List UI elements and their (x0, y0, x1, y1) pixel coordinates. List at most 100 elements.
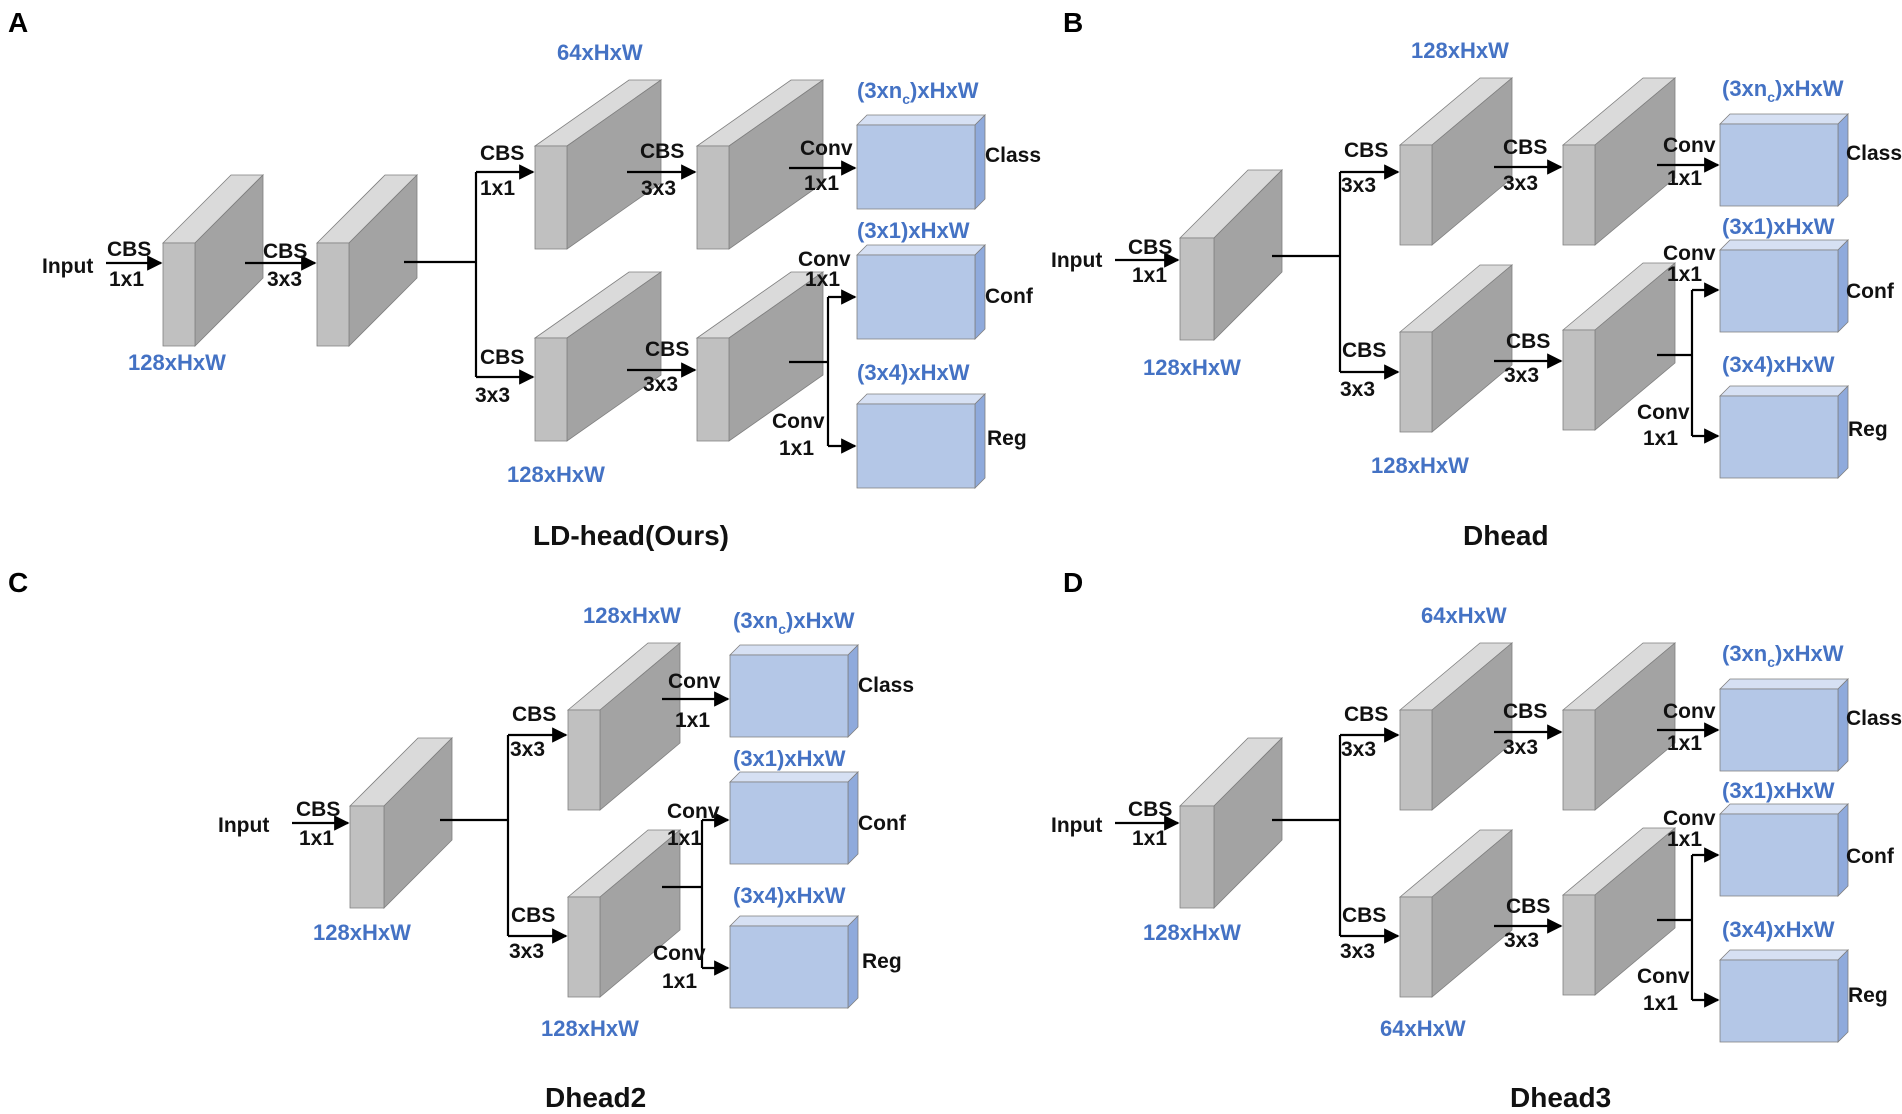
panel-a-lower-op1-label: CBS (480, 346, 524, 369)
panel-b-caption: Dhead (1463, 520, 1549, 551)
panel-d-upper-op2-label: CBS (1503, 700, 1547, 723)
panel-a-conf-output-block (856, 244, 986, 340)
box-top-face (729, 915, 859, 927)
panel-c-reg-dim: (3x4)xHxW (733, 883, 846, 908)
box-side-face (847, 915, 859, 1009)
panel-c-lower-op1-kernel: 3x3 (509, 940, 544, 963)
panel-b-stem-op-label: CBS (1128, 236, 1172, 259)
panel-b-lower-op2-kernel: 3x3 (1504, 364, 1539, 387)
box-top-face (1719, 239, 1849, 251)
panel-b-lower-op1-label: CBS (1342, 339, 1386, 362)
box-front-face (162, 242, 196, 347)
panel-c-stem-dim: 128xHxW (313, 920, 411, 945)
box-side-face (974, 393, 986, 489)
box-side-face (847, 771, 859, 865)
panel-b-class-output-block (1719, 113, 1849, 207)
panel-a-caption: LD-head(Ours) (533, 520, 729, 551)
panel-a-class-output-block (856, 114, 986, 210)
panel-a-reg-conv-kernel: 1x1 (779, 437, 814, 460)
panel-b-conf-output-block (1719, 239, 1849, 333)
panel-d-class-label: Class (1846, 707, 1902, 730)
panel-d-reg-label: Reg (1848, 984, 1888, 1007)
panel-d-conf-conv-label: Conv (1663, 807, 1716, 830)
panel-b-reg-conv-kernel: 1x1 (1643, 427, 1678, 450)
panel-d-lower-op2-kernel: 3x3 (1504, 929, 1539, 952)
panel-b-reg-conv-label: Conv (1637, 401, 1690, 424)
panel-a-conf-conv-label: Conv (798, 248, 851, 271)
panel-c-lower-op1-label: CBS (511, 904, 555, 927)
panel-a-conf-conv-kernel: 1x1 (805, 268, 840, 291)
panel-d-class-dim: (3xnc)xHxW (1722, 641, 1844, 670)
box-front-face (534, 145, 568, 250)
panel-c-connectors (292, 691, 730, 976)
box-front-face (696, 145, 730, 250)
box-front-face (349, 805, 385, 909)
panel-c-class-dim: (3xnc)xHxW (733, 608, 855, 637)
panel-d-upper-conv1-block (1398, 642, 1514, 811)
box-side-face (974, 114, 986, 210)
panel-d-connectors (1115, 722, 1720, 1008)
panel-c-reg-output-block (729, 915, 859, 1009)
panel-a-upper-op1-label: CBS (480, 142, 524, 165)
panel-c-stem-op-label: CBS (296, 798, 340, 821)
panel-d-lower-conv2-block (1561, 827, 1677, 996)
box-side-face (847, 644, 859, 738)
panel-d-upper-conv2-block (1561, 642, 1677, 811)
panel-c-upper-dim: 128xHxW (583, 603, 681, 628)
panel-a-reg-conv-label: Conv (772, 410, 825, 433)
panel-b-connectors (1115, 157, 1720, 444)
panel-c-upper-conv1-block (566, 642, 682, 811)
panel-b-upper-conv2-block (1561, 77, 1677, 246)
panel-a-conf-label: Conf (985, 285, 1034, 308)
panel-b-conf-conv-label: Conv (1663, 242, 1716, 265)
panel-a-upper-op1-kernel: 1x1 (480, 177, 515, 200)
panel-a-reg-dim: (3x4)xHxW (857, 360, 970, 385)
panel-a-upper-dim: 64xHxW (557, 40, 643, 65)
box-front-face (1719, 123, 1839, 207)
panel-b-upper-op1-kernel: 3x3 (1341, 174, 1376, 197)
panel-c-class-label: Class (858, 674, 914, 697)
panel-c-lower-conv1-block (566, 829, 682, 998)
panel-a-upper-conv2-block (695, 79, 825, 250)
panel-a-conf-dim: (3x1)xHxW (857, 218, 970, 243)
panel-a-lower-op2-label: CBS (645, 338, 689, 361)
panel-a-input-label: Input (42, 255, 93, 278)
box-top-face (1719, 949, 1849, 961)
panel-c-conf-conv-kernel: 1x1 (667, 827, 702, 850)
panel-c-reg-conv-kernel: 1x1 (662, 970, 697, 993)
panel-c-lower-dim: 128xHxW (541, 1016, 639, 1041)
panel-d-input-label: Input (1051, 814, 1102, 837)
box-front-face (729, 781, 849, 865)
panel-d-stem-op-label: CBS (1128, 798, 1172, 821)
panel-b-conf-label: Conf (1846, 280, 1895, 303)
box-top-face (1719, 803, 1849, 815)
panel-b-lower-conv1-block (1398, 264, 1514, 433)
box-front-face (1179, 805, 1215, 909)
panel-d-conf-label: Conf (1846, 845, 1895, 868)
panel-c-input-label: Input (218, 814, 269, 837)
box-front-face (1719, 813, 1839, 897)
panel-b-reg-output-block (1719, 385, 1849, 479)
panel-a-connectors (106, 160, 857, 454)
panel-b-class-conv-kernel: 1x1 (1667, 167, 1702, 190)
box-front-face (1399, 144, 1433, 246)
panel-d: D Input CBS 1x1 128xHxW CBS 3x3 CB (1051, 567, 1902, 1113)
panel-d-letter: D (1063, 567, 1083, 598)
panel-d-lower-op1-kernel: 3x3 (1340, 940, 1375, 963)
box-front-face (1179, 237, 1215, 341)
panel-d-stem-block (1179, 737, 1283, 909)
panel-d-reg-dim: (3x4)xHxW (1722, 917, 1835, 942)
panel-a-upper-conv1-block (533, 79, 663, 250)
panel-a-lower-dim: 128xHxW (507, 462, 605, 487)
panel-b-stem-block (1179, 169, 1283, 341)
panel-a-class-conv-kernel: 1x1 (804, 172, 839, 195)
panel-d-lower-op1-label: CBS (1342, 904, 1386, 927)
panel-b: B Input CBS 1x1 128xHxW CBS 3x3 CB (1051, 7, 1902, 551)
box-top-face (1719, 113, 1849, 125)
panel-a-class-label: Class (985, 144, 1041, 167)
panel-b-letter: B (1063, 7, 1083, 38)
panel-c-reg-label: Reg (862, 950, 902, 973)
panel-b-upper-op2-kernel: 3x3 (1503, 172, 1538, 195)
panel-b-conf-conv-kernel: 1x1 (1667, 263, 1702, 286)
